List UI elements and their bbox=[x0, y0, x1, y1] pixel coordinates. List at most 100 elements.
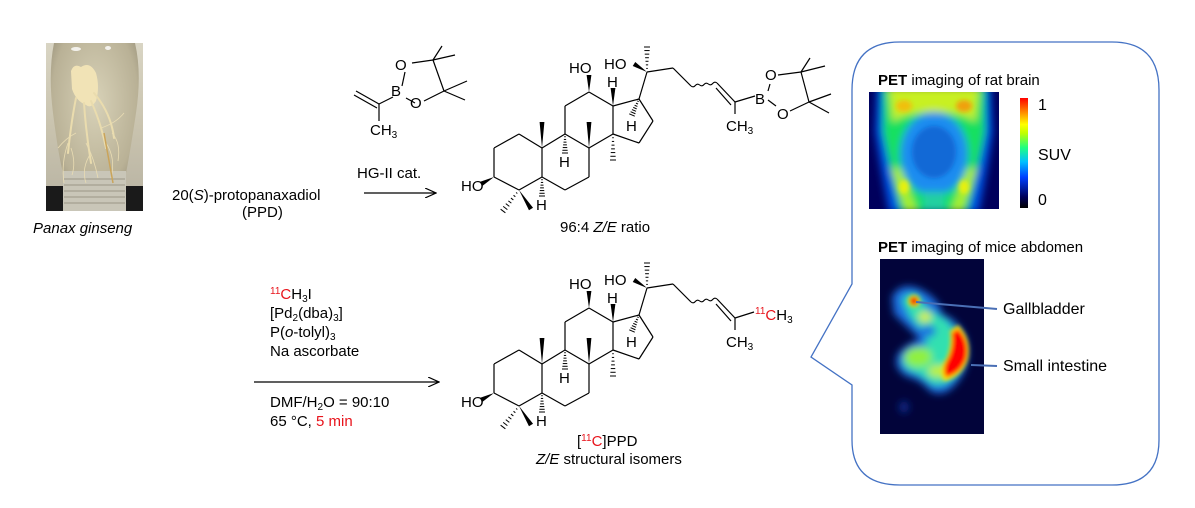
ginseng-photo bbox=[46, 43, 143, 211]
methyl-label: CH3 bbox=[726, 334, 754, 353]
c3-hydroxyl-label: HO bbox=[461, 394, 484, 411]
c20-methyl-hash bbox=[644, 46, 650, 69]
mice-abdomen-pet-image bbox=[880, 259, 984, 434]
ginseng-jar-image bbox=[46, 43, 143, 211]
ring-bond bbox=[541, 392, 566, 407]
c20-oh-wedge bbox=[632, 277, 647, 288]
c20-hydroxyl-label: HO bbox=[604, 56, 627, 73]
reaction-time: 5 min bbox=[316, 413, 353, 430]
suv-colorbar bbox=[1020, 98, 1028, 208]
pinacol-methyl bbox=[808, 93, 832, 103]
pinacol-methyl bbox=[800, 65, 826, 73]
alkene-bond bbox=[716, 298, 736, 319]
ring-bond bbox=[588, 349, 614, 365]
c12-oh-wedge bbox=[586, 75, 592, 92]
ring-bond bbox=[564, 176, 590, 191]
colorbar-label: SUV bbox=[1038, 147, 1071, 164]
colorbar-min: 0 bbox=[1038, 192, 1047, 209]
pinacol-o1-label: O bbox=[765, 67, 777, 84]
condition-pd-catalyst: [Pd2(dba)3] bbox=[270, 305, 343, 324]
c10-methyl-wedge bbox=[539, 338, 545, 364]
alkene-bond bbox=[716, 82, 736, 103]
condition-additive: Na ascorbate bbox=[270, 343, 360, 360]
ring-bond bbox=[638, 120, 654, 144]
condition-solvent: DMF/H2O = 90:10 bbox=[270, 394, 390, 413]
ring-bond bbox=[588, 307, 614, 323]
boron-label: B bbox=[755, 91, 765, 108]
c3-hydroxyl-label: HO bbox=[461, 178, 484, 195]
rat-pet-title: PET imaging of rat brain bbox=[878, 72, 1040, 89]
annotation-small-intestine: Small intestine bbox=[1003, 358, 1108, 375]
reagent-isopropenyl-bpin bbox=[353, 45, 468, 121]
c13-h-label: H bbox=[607, 290, 618, 307]
c9-h-label: H bbox=[559, 370, 570, 387]
ring-bond bbox=[541, 176, 566, 191]
o-c-bond bbox=[789, 101, 810, 112]
c8-methyl-wedge bbox=[586, 122, 592, 148]
alkene-double-bond bbox=[715, 303, 732, 322]
product1-ratio: 96:4 Z/E ratio bbox=[560, 219, 651, 236]
c5-h-hash bbox=[539, 179, 545, 197]
reagent-b: B bbox=[391, 83, 402, 100]
ring-bond bbox=[564, 133, 590, 149]
c12-hydroxyl-label: HO bbox=[569, 60, 592, 77]
ring-bond bbox=[493, 349, 520, 365]
reactant-name: 20(S)-protopanaxadiol bbox=[172, 187, 320, 204]
c20-methyl-hash bbox=[644, 262, 650, 285]
ring-bond bbox=[564, 392, 590, 407]
c13-h-wedge bbox=[610, 88, 616, 106]
o-c-bond bbox=[777, 71, 802, 76]
c20-hydroxyl-label: HO bbox=[604, 272, 627, 289]
c20-oh-wedge bbox=[632, 61, 647, 72]
reactant-abbrev: (PPD) bbox=[242, 204, 283, 221]
ring-bond bbox=[493, 176, 520, 191]
c8-methyl-wedge bbox=[586, 338, 592, 364]
c12-hydroxyl-label: HO bbox=[569, 276, 592, 293]
c3-oh-wedge bbox=[479, 393, 494, 403]
ring-bond bbox=[638, 336, 654, 360]
c9-h-hash bbox=[562, 136, 568, 154]
condition-ligand: P(o-tolyl)3 bbox=[270, 324, 336, 343]
pinacol-o2-label: O bbox=[777, 106, 789, 123]
c14-methyl-hash bbox=[610, 137, 616, 161]
product2-name: [11C]PPD bbox=[577, 433, 638, 450]
c10-methyl-wedge bbox=[539, 122, 545, 148]
ring-bond bbox=[588, 91, 614, 107]
ring-bond bbox=[672, 67, 692, 87]
ring-bond bbox=[612, 314, 640, 323]
reactant-suffix: )-protopanaxadiol bbox=[203, 187, 321, 204]
catalyst-label: HG-II cat. bbox=[357, 165, 422, 182]
ring-bond bbox=[541, 133, 566, 149]
ring-bond bbox=[518, 176, 543, 191]
c-b-bond bbox=[734, 95, 756, 103]
condition-methyl-iodide: 11CCHH3I bbox=[270, 286, 312, 305]
reagent-o2: O bbox=[410, 95, 422, 112]
ring-bond bbox=[646, 67, 674, 73]
c5-h-label: H bbox=[536, 197, 547, 214]
condition-temp-time: 65 °C, 5 min bbox=[270, 413, 353, 430]
ring-bond bbox=[564, 349, 590, 365]
ring-bond bbox=[612, 349, 640, 360]
ring-bond bbox=[518, 133, 543, 149]
c4-methyl-hash bbox=[500, 408, 518, 430]
ring-bond bbox=[564, 307, 590, 323]
colorbar-max: 1 bbox=[1038, 97, 1047, 114]
ring-bond bbox=[518, 349, 543, 365]
ring-bond bbox=[493, 392, 520, 407]
c4-methyl-wedge bbox=[519, 190, 534, 211]
product2-description: Z/E structural isomers bbox=[536, 451, 682, 468]
c9-h-label: H bbox=[559, 154, 570, 171]
ring-bond bbox=[518, 392, 543, 407]
alkene-double-bond bbox=[715, 87, 732, 106]
c5-h-hash bbox=[539, 395, 545, 413]
reactant-stereo: S bbox=[193, 187, 204, 204]
ring-bond bbox=[638, 71, 648, 100]
ze-label: Z/E bbox=[593, 219, 617, 236]
c11-methyl-label: 11CH3 bbox=[755, 306, 793, 326]
ring-bond bbox=[493, 133, 520, 149]
callout-bubble bbox=[810, 41, 1160, 486]
annotation-gallbladder: Gallbladder bbox=[1003, 301, 1085, 318]
